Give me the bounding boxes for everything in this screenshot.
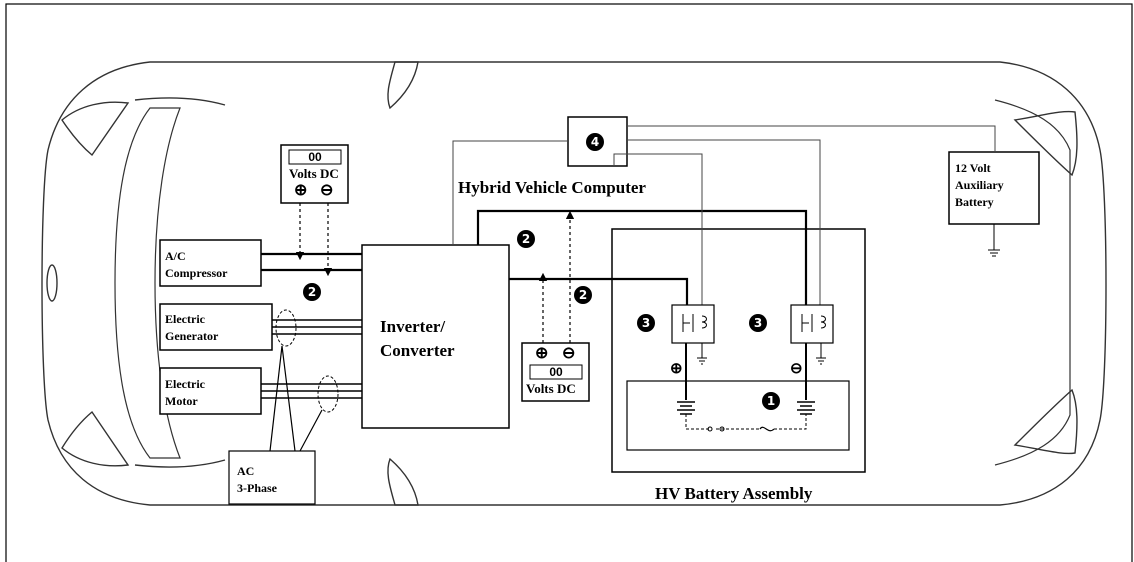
ac-compressor-wires	[261, 252, 362, 272]
ac-3phase-pointer	[269, 345, 323, 452]
hv-battery-assembly-label: HV Battery Assembly	[655, 484, 813, 503]
ac-compressor-box	[159, 239, 262, 287]
motor-wires	[261, 383, 362, 399]
electric-motor-label-line2: Motor	[165, 394, 198, 408]
marker-2-top: 2	[517, 230, 535, 248]
marker-3-right: 3	[749, 314, 767, 332]
electric-motor-label-line1: Electric	[165, 377, 205, 391]
center-meter-plus: ⊕	[535, 345, 549, 362]
electric-generator-box	[159, 303, 273, 351]
aux-battery-ground	[988, 224, 1000, 257]
inverter-converter-box	[361, 244, 510, 429]
hv-bus-lines	[476, 209, 808, 305]
left-voltmeter	[280, 144, 349, 277]
generator-phase-ellipse	[275, 309, 297, 347]
electric-generator-label-line2: Generator	[165, 329, 219, 343]
center-meter-value: 00	[549, 365, 563, 379]
computer-signal-lines	[452, 125, 996, 305]
car-outline	[41, 61, 1107, 506]
marker-4: 4	[586, 133, 604, 151]
hv-battery-box	[626, 380, 850, 451]
motor-phase-ellipse	[317, 375, 339, 413]
ac-3phase-label-line2: 3-Phase	[237, 481, 277, 495]
inverter-label-line1: Inverter/	[380, 317, 446, 336]
marker-3-left: 3	[637, 314, 655, 332]
ac-3phase-box	[228, 450, 316, 505]
marker-1: 1	[762, 392, 780, 410]
hv-computer-label: Hybrid Vehicle Computer	[458, 178, 646, 197]
center-voltmeter	[521, 210, 590, 402]
ac-compressor-label-line2: Compressor	[165, 266, 228, 280]
battery-minus-terminal: ⊖	[790, 361, 803, 377]
battery-cells	[677, 401, 815, 432]
left-meter-plus: ⊕	[294, 182, 308, 199]
left-meter-unit: Volts DC	[289, 166, 339, 181]
marker-2-left: 2	[303, 283, 321, 301]
relay-negative	[790, 304, 834, 400]
inverter-label-line2: Converter	[380, 341, 455, 360]
aux-battery-label-line2: Auxiliary	[955, 178, 1004, 192]
left-meter-minus: ⊖	[320, 182, 334, 199]
electric-generator-label-line1: Electric	[165, 312, 205, 326]
aux-battery-label-line3: Battery	[955, 195, 994, 209]
electric-motor-box	[159, 367, 262, 415]
center-meter-unit: Volts DC	[526, 381, 576, 396]
outer-frame	[5, 3, 1133, 562]
ac-compressor-label-line1: A/C	[165, 249, 186, 263]
ac-3phase-label-line1: AC	[237, 464, 255, 478]
relay-positive	[671, 304, 715, 400]
generator-wires	[272, 319, 362, 335]
battery-plus-terminal: ⊕	[670, 361, 683, 377]
marker-2-center: 2	[574, 286, 592, 304]
center-meter-minus: ⊖	[562, 345, 576, 362]
left-meter-value: 00	[308, 150, 322, 164]
aux-battery-label-line1: 12 Volt	[955, 161, 991, 175]
